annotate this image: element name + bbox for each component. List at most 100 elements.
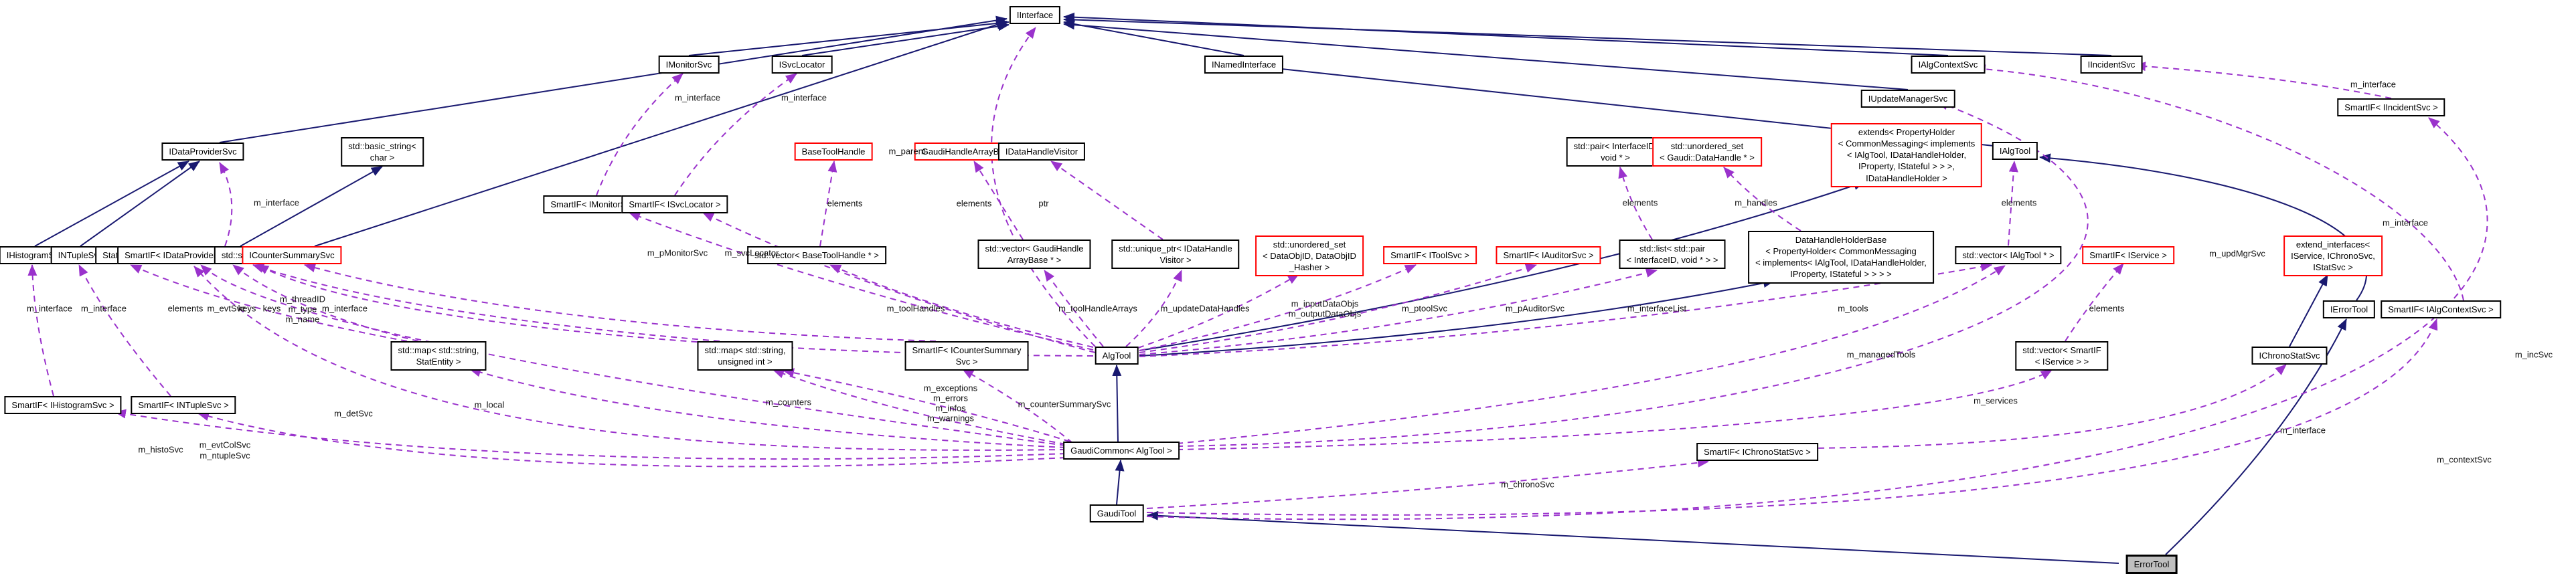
usage-edge-52: [1139, 268, 1658, 355]
node-isvclocator[interactable]: ISvcLocator: [771, 56, 833, 74]
edge-label-m_chronoSvc-49: m_chronoSvc: [1501, 479, 1554, 490]
node-vec_basetoolhandle[interactable]: std::vector< BaseToolHandle * >: [747, 246, 886, 265]
node-idatahandlevisitor[interactable]: IDataHandleVisitor: [997, 142, 1086, 161]
usage-edge-61: [1146, 458, 1709, 509]
edge-label-m_counters-39: m_counters: [766, 397, 811, 407]
node-iinterface[interactable]: IInterface: [1009, 6, 1061, 25]
edge-label-m_pAuditorSvc-31: m_pAuditorSvc: [1505, 303, 1565, 314]
node-smartif_iincidentsvc[interactable]: SmartIF< IIncidentSvc >: [2337, 98, 2445, 117]
usage-edge-48: [1125, 270, 1182, 347]
inheritance-edge-13: [2289, 274, 2328, 347]
usage-edge-41: [193, 266, 1066, 451]
node-smartif_icountersummarysvc[interactable]: SmartIF< ICounterSummary Svc >: [904, 341, 1029, 371]
edge-label-m_interface-6: m_interface: [254, 197, 299, 208]
node-extend_interfaces[interactable]: extend_interfaces< IService, IChronoSvc,…: [2283, 235, 2383, 277]
node-algtool[interactable]: AlgTool: [1095, 347, 1139, 365]
node-ierrortool[interactable]: IErrorTool: [2322, 300, 2376, 319]
edge-label-m_interfaceList-32: m_interfaceList: [1627, 303, 1687, 314]
edge-label-m_interface-10: m_interface: [2350, 79, 2396, 90]
edge-label-m_parent-2: m_parent: [888, 146, 926, 157]
node-errortool: ErrorTool: [2125, 555, 2178, 575]
edge-label-m_histoSvc-40: m_histoSvc: [138, 444, 183, 455]
edge-label-m_outputDataObjs-29: m_outputDataObjs: [1288, 308, 1362, 319]
edge-label-m_evtSvc-18: m_evtSvc: [207, 303, 246, 314]
usage-edge-44: [783, 368, 1070, 442]
node-idataprovidersvc[interactable]: IDataProviderSvc: [161, 142, 244, 161]
node-map_statentity[interactable]: std::map< std::string, StatEntity >: [390, 341, 487, 371]
node-uniqueptr_visitor[interactable]: std::unique_ptr< IDataHandle Visitor >: [1111, 239, 1240, 270]
node-smartif_iauditorsvc[interactable]: SmartIF< IAuditorSvc >: [1496, 246, 1601, 265]
node-std_list_pair[interactable]: std::list< std::pair < InterfaceID, void…: [1619, 239, 1726, 270]
usage-edge-28: [629, 212, 1094, 351]
usage-edge-64: [1146, 117, 2488, 520]
edges-group: [27, 12, 2488, 564]
edge-label-m_counterSummarySvc-47: m_counterSummarySvc: [1018, 399, 1111, 409]
inheritance-edge-1: [801, 21, 1010, 56]
usage-edge-23: [1974, 64, 2464, 301]
usage-edge-63: [1146, 318, 2438, 516]
node-std_pair[interactable]: std::pair< InterfaceID, void * >: [1566, 137, 1665, 167]
usage-edge-49: [1137, 274, 1299, 349]
node-imonitorsvc[interactable]: IMonitorSvc: [658, 56, 720, 74]
edge-label-m_incSvc-35: m_incSvc: [2514, 349, 2553, 360]
edge-label-m_type-22: m_type: [288, 304, 317, 314]
node-ialgcontextsvc[interactable]: IAlgContextSvc: [1911, 56, 1986, 74]
node-basetoolhandle[interactable]: BaseToolHandle: [794, 142, 873, 161]
edge-label-m_inputDataObjs-28: m_inputDataObjs: [1291, 298, 1359, 309]
edge-label-m_infos-45: m_infos: [935, 403, 966, 413]
edge-label-m_interface-15: m_interface: [27, 303, 72, 314]
node-icountersummarysvc[interactable]: ICounterSummarySvc: [242, 246, 342, 265]
usage-edge-55: [2065, 263, 2124, 342]
usage-edge-46: [829, 264, 1094, 348]
inheritance-edge-14: [1139, 181, 1865, 351]
usage-edge-24: [991, 27, 1096, 347]
node-vec_ialgtool[interactable]: std::vector< IAlgTool * >: [1955, 246, 2062, 265]
node-vec_gaudihandle[interactable]: std::vector< GaudiHandle ArrayBase * >: [977, 239, 1091, 270]
node-iincidentsvc[interactable]: IIncidentSvc: [2080, 56, 2143, 74]
node-basic_string[interactable]: std::basic_string< char >: [341, 137, 424, 167]
edge-label-m_local-38: m_local: [474, 399, 505, 410]
node-smartif_ialgcontextsvc[interactable]: SmartIF< IAlgContextSvc >: [2381, 300, 2501, 319]
node-gauditool[interactable]: GaudiTool: [1089, 504, 1144, 523]
edge-label-elements-7: elements: [1622, 197, 1658, 208]
node-ialgtool[interactable]: IAlgTool: [1992, 142, 2038, 161]
usage-edge-50: [1139, 264, 1417, 351]
node-datahandleholderbase[interactable]: DataHandleHolderBase < PropertyHolder< C…: [1748, 231, 1934, 284]
node-map_unsigned[interactable]: std::map< std::string, unsigned int >: [697, 341, 793, 371]
usage-edge-32: [130, 264, 408, 342]
usage-edge-53: [1139, 262, 1992, 357]
usage-edge-42: [469, 367, 1066, 448]
usage-edge-31: [78, 264, 171, 397]
edge-label-m_interface-16: m_interface: [81, 303, 127, 314]
node-smartif_isvclocator[interactable]: SmartIF< ISvcLocator >: [621, 195, 728, 214]
node-gaudicommon[interactable]: GaudiCommon< AlgTool >: [1063, 442, 1180, 460]
usage-edge-54: [2008, 161, 2018, 246]
node-unordered_set_dataobj[interactable]: std::unordered_set < DataObjID, DataObjI…: [1255, 235, 1364, 277]
usage-edge-40: [197, 411, 1066, 468]
inheritance-edge-9: [80, 161, 200, 247]
node-iupdatemanagersvc[interactable]: IUpdateManagerSvc: [1860, 90, 1955, 108]
inheritance-edge-0: [688, 18, 1010, 56]
inheritance-edge-16: [1112, 365, 1122, 442]
edge-label-m_ntupleSvc-42: m_ntupleSvc: [199, 450, 250, 461]
node-extends_box[interactable]: extends< PropertyHolder < CommonMessagin…: [1830, 123, 1983, 187]
usage-edge-47: [1044, 270, 1104, 347]
node-smartif_intuplesvc[interactable]: SmartIF< INTupleSvc >: [131, 396, 236, 415]
node-ichronostatsvc[interactable]: IChronoStatSvc: [2251, 347, 2328, 365]
inheritance-edge-10: [240, 166, 383, 247]
edge-label-ptr-5: ptr: [1038, 198, 1049, 209]
usage-edge-20: [596, 73, 683, 196]
node-smartif_ihistogramsvc[interactable]: SmartIF< IHistogramSvc >: [4, 396, 122, 415]
edge-label-m_evtColSvc-41: m_evtColSvc: [199, 440, 251, 450]
node-smartif_iservice[interactable]: SmartIF< IService >: [2082, 246, 2174, 265]
inheritance-edge-6: [1063, 15, 2112, 56]
edge-label-m_name-23: m_name: [285, 314, 320, 324]
node-vec_smartif_iservice[interactable]: std::vector< SmartIF < IService > >: [2015, 341, 2109, 371]
node-smartif_ichronostatsvc[interactable]: SmartIF< IChronoStatSvc >: [1696, 443, 1818, 462]
node-smartif_itoolsvc[interactable]: SmartIF< IToolSvc >: [1383, 246, 1477, 265]
node-inamedinterface[interactable]: INamedInterface: [1204, 56, 1284, 74]
inheritance-edge-4: [1063, 19, 1244, 56]
edge-label-elements-17: elements: [167, 303, 204, 314]
node-unordered_set_gaudi[interactable]: std::unordered_set < Gaudi::DataHandle *…: [1652, 137, 1762, 167]
